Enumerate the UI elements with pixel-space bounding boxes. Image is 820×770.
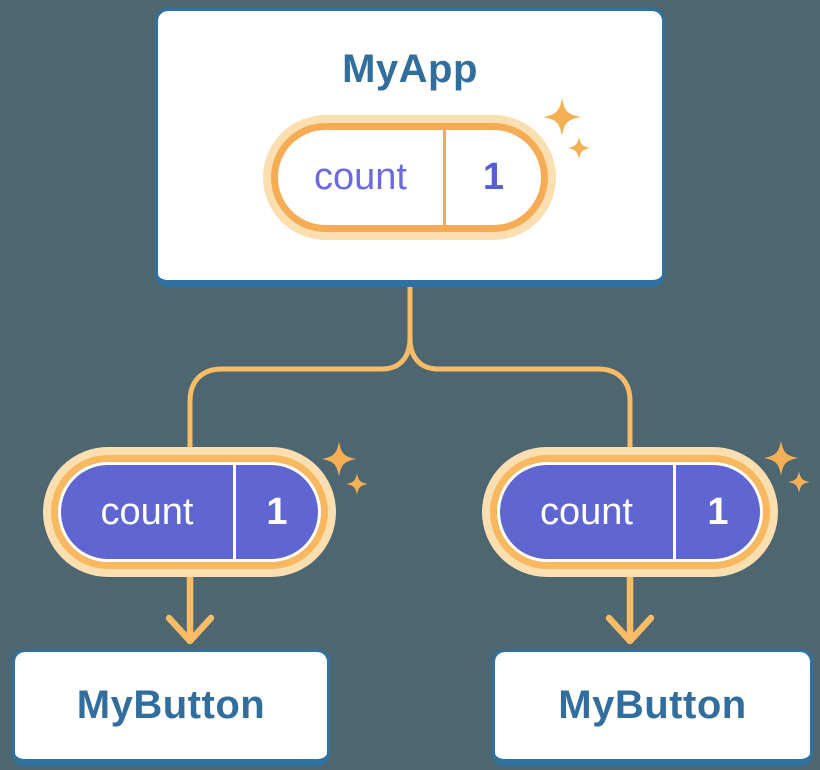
prop-name-label: count bbox=[540, 490, 633, 533]
pill-divider bbox=[443, 130, 446, 225]
root-component-title: MyApp bbox=[342, 47, 478, 91]
prop-pill-right: count 1 bbox=[500, 465, 760, 559]
state-value-label: 1 bbox=[482, 156, 505, 198]
arrow-down-icon bbox=[165, 571, 215, 645]
root-component-card: MyApp count 1 bbox=[155, 8, 665, 287]
sparkle-icon bbox=[763, 440, 799, 476]
sparkle-icon bbox=[321, 441, 357, 477]
sparkle-icon bbox=[788, 471, 810, 493]
prop-value-label: 1 bbox=[707, 490, 729, 533]
prop-pill-left: count 1 bbox=[61, 465, 318, 559]
state-pill: count 1 bbox=[278, 130, 541, 225]
state-name-label: count bbox=[314, 156, 407, 198]
child-component-title: MyButton bbox=[76, 683, 266, 727]
child-component-title: MyButton bbox=[558, 683, 747, 727]
arrow-down-icon bbox=[605, 571, 655, 645]
prop-value-label: 1 bbox=[266, 490, 288, 533]
branch-connector-left bbox=[187, 281, 413, 455]
child-component-card-right: MyButton bbox=[492, 649, 813, 766]
pill-divider bbox=[233, 465, 236, 559]
sparkle-icon bbox=[346, 473, 368, 495]
branch-connector-right bbox=[407, 281, 633, 455]
pill-divider bbox=[673, 465, 676, 559]
child-component-card-left: MyButton bbox=[12, 649, 330, 766]
prop-name-label: count bbox=[100, 490, 194, 533]
